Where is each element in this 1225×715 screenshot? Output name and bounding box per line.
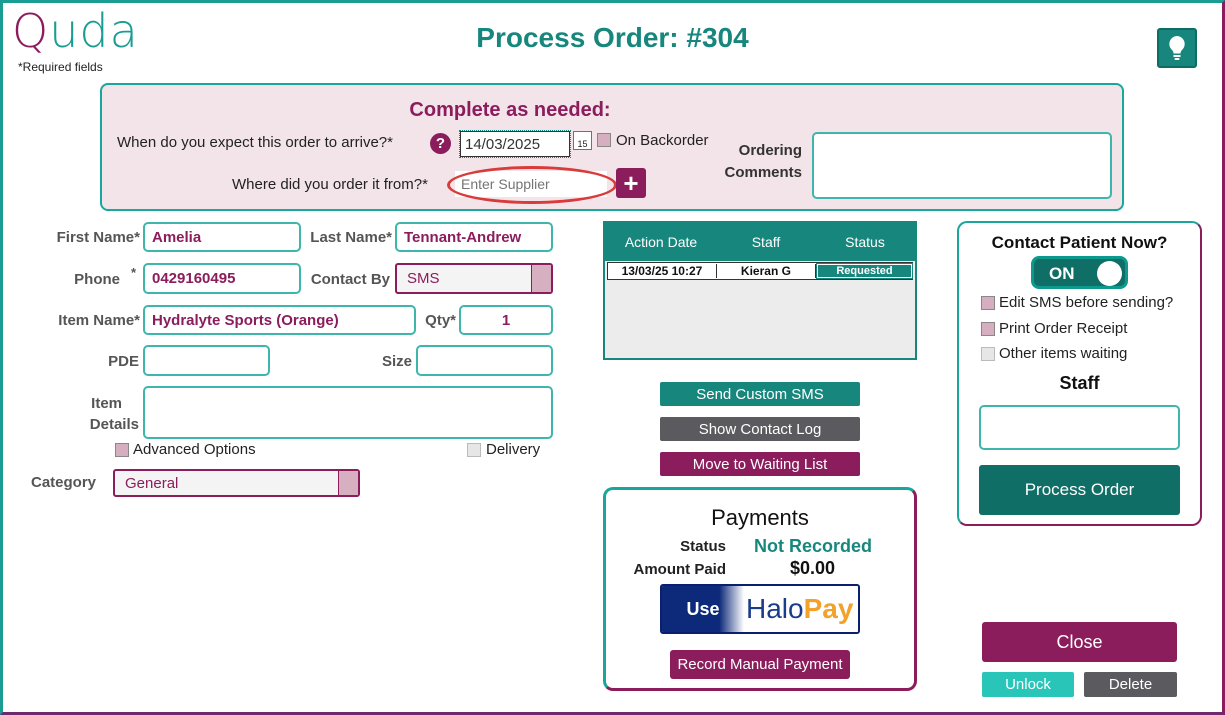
- category-select[interactable]: General: [113, 469, 360, 497]
- supplier-label: Where did you order it from?*: [232, 176, 428, 193]
- pay-text: Pay: [803, 593, 854, 624]
- last-name-input[interactable]: Tennant-Andrew: [395, 222, 553, 252]
- backorder-label: On Backorder: [616, 132, 709, 149]
- toggle-knob: [1097, 261, 1122, 286]
- last-name-label: Last Name*: [310, 229, 392, 246]
- ordering-comments-input[interactable]: [812, 132, 1112, 199]
- show-contact-log-button[interactable]: Show Contact Log: [660, 417, 860, 441]
- delete-button[interactable]: Delete: [1084, 672, 1177, 697]
- size-label: Size: [381, 353, 412, 370]
- logo-rest: uda: [49, 4, 139, 58]
- arrive-label: When do you expect this order to arrive?…: [117, 134, 393, 151]
- delivery-checkbox[interactable]: [467, 443, 481, 457]
- item-details-label-1: Item: [91, 395, 122, 412]
- other-items-checkbox[interactable]: [981, 347, 995, 361]
- toggle-label: ON: [1049, 264, 1075, 283]
- advanced-options-checkbox[interactable]: [115, 443, 129, 457]
- edit-sms-checkbox[interactable]: [981, 296, 995, 310]
- staff-label: Staff: [1059, 373, 1100, 393]
- phone-input[interactable]: 0429160495: [143, 263, 301, 294]
- print-receipt-checkbox[interactable]: [981, 322, 995, 336]
- contact-by-value: SMS: [407, 270, 440, 287]
- contact-toggle[interactable]: ON: [1031, 256, 1128, 289]
- close-button[interactable]: Close: [982, 622, 1177, 662]
- log-header-staff: Staff: [751, 234, 781, 250]
- print-receipt-label: Print Order Receipt: [999, 320, 1128, 337]
- status-badge: Requested: [815, 263, 914, 279]
- dropdown-arrow-icon: [338, 471, 358, 495]
- log-staff: Kieran G: [717, 264, 816, 278]
- item-name-input[interactable]: Hydralyte Sports (Orange): [143, 305, 416, 335]
- phone-required-star: *: [131, 265, 137, 280]
- contact-heading: Contact Patient Now?: [991, 233, 1168, 252]
- item-details-input[interactable]: [143, 386, 553, 439]
- required-note: *Required fields: [18, 60, 103, 74]
- complete-heading: Complete as needed:: [409, 99, 611, 121]
- lightbulb-button[interactable]: [1157, 28, 1197, 68]
- category-label: Category: [31, 474, 97, 491]
- pde-input[interactable]: [143, 345, 270, 376]
- payments-heading: Payments: [711, 505, 809, 530]
- log-header-date: Action Date: [624, 234, 698, 250]
- add-supplier-button[interactable]: +: [616, 168, 646, 198]
- amount-paid-value: $0.00: [790, 558, 836, 578]
- amount-paid-label: Amount Paid: [633, 561, 727, 578]
- page-title: Process Order: #304: [476, 22, 749, 53]
- backorder-checkbox[interactable]: [597, 133, 611, 147]
- help-icon[interactable]: ?: [430, 133, 451, 154]
- send-sms-button[interactable]: Send Custom SMS: [660, 382, 860, 406]
- contact-by-label: Contact By: [310, 271, 390, 288]
- calendar-day: 15: [577, 139, 588, 149]
- qty-input[interactable]: 1: [459, 305, 553, 335]
- comments-label-1: Ordering: [738, 142, 802, 159]
- halo-text: Halo: [746, 593, 804, 624]
- contact-log-table: Action Date Staff Status 13/03/25 10:27 …: [603, 221, 917, 360]
- staff-input[interactable]: [979, 405, 1180, 450]
- contact-by-select[interactable]: SMS: [395, 263, 553, 294]
- arrival-date-input[interactable]: 14/03/2025: [459, 130, 571, 158]
- payment-status-label: Status: [680, 538, 726, 555]
- comments-label-2: Comments: [724, 164, 802, 181]
- log-header-status: Status: [845, 234, 885, 250]
- delivery-label: Delivery: [486, 441, 541, 458]
- category-value: General: [125, 474, 179, 492]
- halo-use-label: Use: [662, 586, 744, 632]
- plus-icon: +: [623, 168, 639, 198]
- pde-label: PDE: [108, 353, 139, 370]
- size-input[interactable]: [416, 345, 553, 376]
- phone-label: Phone: [74, 271, 120, 288]
- log-header: Action Date Staff Status: [605, 223, 915, 261]
- dropdown-arrow-icon: [531, 265, 551, 292]
- highlight-ring: [447, 166, 617, 204]
- move-waiting-list-button[interactable]: Move to Waiting List: [660, 452, 860, 476]
- lightbulb-icon: [1169, 36, 1185, 60]
- record-manual-payment-button[interactable]: Record Manual Payment: [670, 650, 850, 679]
- advanced-options-label: Advanced Options: [133, 441, 256, 458]
- qty-label: Qty*: [425, 312, 456, 329]
- logo-q: Q: [12, 4, 50, 58]
- unlock-button[interactable]: Unlock: [982, 672, 1074, 697]
- first-name-input[interactable]: Amelia: [143, 222, 301, 252]
- other-items-label: Other items waiting: [999, 345, 1128, 362]
- log-date: 13/03/25 10:27: [608, 264, 717, 278]
- process-order-button[interactable]: Process Order: [979, 465, 1180, 515]
- item-name-label: Item Name*: [58, 312, 140, 329]
- table-row[interactable]: 13/03/25 10:27 Kieran G Requested: [607, 262, 914, 280]
- first-name-label: First Name*: [56, 229, 140, 246]
- payment-status-value: Not Recorded: [754, 536, 873, 556]
- calendar-icon[interactable]: 15: [573, 131, 592, 150]
- edit-sms-label: Edit SMS before sending?: [999, 294, 1174, 311]
- logo: Quda: [12, 8, 139, 54]
- item-details-label-2: Details: [89, 416, 139, 433]
